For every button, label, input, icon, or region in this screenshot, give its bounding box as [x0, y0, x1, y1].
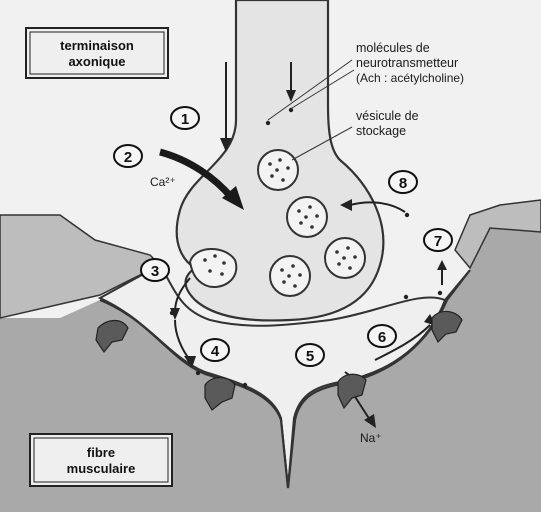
step-5: 5 [296, 344, 324, 366]
step-3: 3 [141, 259, 169, 281]
svg-text:2: 2 [124, 149, 132, 166]
fibre-label-line2: musculaire [67, 461, 136, 476]
calcium-label: Ca²⁺ [150, 175, 176, 189]
step-6: 6 [368, 325, 396, 347]
svg-text:4: 4 [211, 343, 220, 360]
terminal-label-box [26, 28, 168, 78]
svg-text:7: 7 [434, 233, 442, 250]
molecules-label-1: molécules de [356, 41, 430, 55]
molecules-label-3: (Ach : acétylcholine) [356, 71, 464, 85]
molecules-label-2: neurotransmetteur [356, 56, 458, 70]
svg-text:6: 6 [378, 329, 386, 346]
step-2: 2 [114, 145, 142, 167]
svg-text:5: 5 [306, 348, 314, 365]
svg-text:3: 3 [151, 263, 159, 280]
svg-text:8: 8 [399, 175, 407, 192]
terminal-label-line1: terminaison [60, 38, 134, 53]
step-7: 7 [424, 229, 452, 251]
fibre-label-box [30, 434, 172, 486]
vesicle-label-1: vésicule de [356, 109, 419, 123]
arrow-7-head [437, 260, 447, 270]
step-8: 8 [389, 171, 417, 193]
step-4: 4 [201, 339, 229, 361]
sodium-label: Na⁺ [360, 431, 382, 445]
fibre-label-line1: fibre [87, 445, 115, 460]
terminal-label-line2: axonique [68, 54, 125, 69]
svg-text:1: 1 [181, 111, 189, 128]
vesicle-label-2: stockage [356, 124, 406, 138]
step-1: 1 [171, 107, 199, 129]
